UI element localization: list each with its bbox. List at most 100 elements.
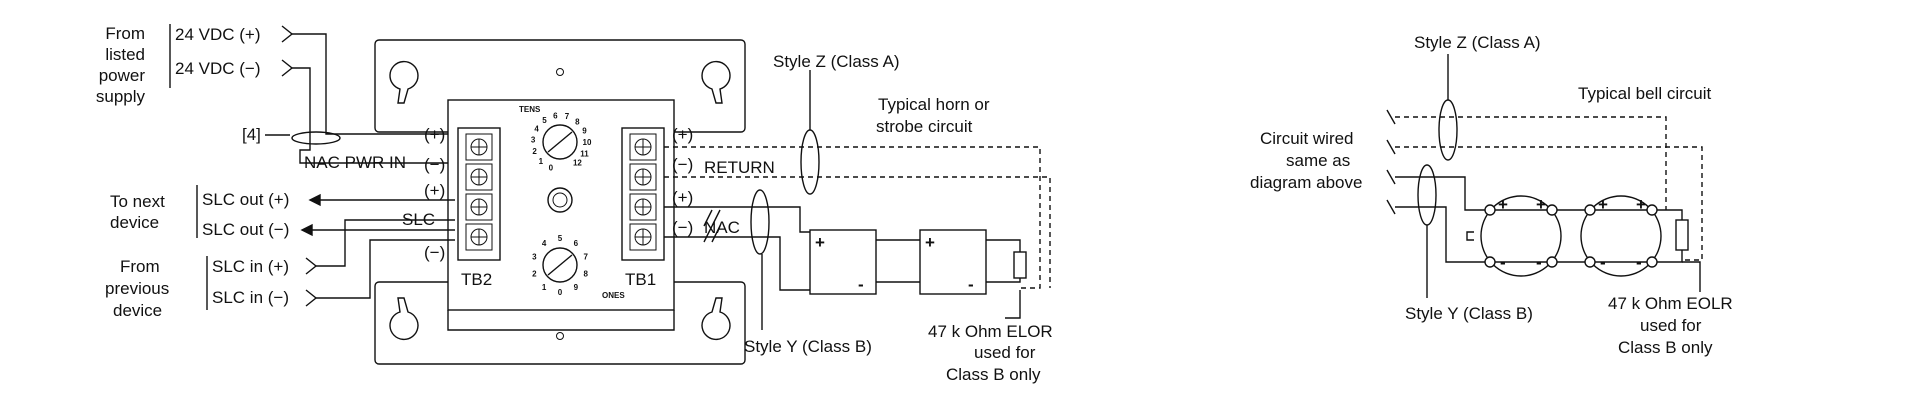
elor-leader — [1005, 290, 1021, 319]
nac-break-marks — [703, 209, 721, 227]
tb2-screw — [465, 133, 493, 161]
slc-in-plus-wire — [316, 219, 455, 267]
ones-dial-mark-8: 8 — [583, 269, 588, 278]
tens-rotary-switch — [542, 124, 578, 160]
ones-label: ONES — [602, 291, 625, 300]
elor-wires — [986, 239, 1021, 283]
elor-line-3: Class B only — [946, 365, 1041, 384]
vdc-minus-arrow — [281, 59, 294, 77]
right-style-y-ring — [1417, 164, 1437, 226]
keyhole-slot — [701, 297, 731, 341]
slc-in-minus-wire — [316, 239, 455, 299]
bell-terminal — [1584, 204, 1596, 216]
eolr-leader — [1682, 261, 1701, 292]
horn-strobe-line-1: Typical horn or — [878, 95, 990, 114]
tb2-term-4: (−) — [424, 243, 445, 262]
right-style-z-ring — [1438, 99, 1458, 161]
eolr-line-1: 47 k Ohm EOLR — [1608, 294, 1733, 313]
ones-dial-mark-0: 0 — [558, 288, 563, 297]
mount-hole — [556, 68, 564, 76]
bell-terminal — [1584, 256, 1596, 268]
bell-1-plus-b: + — [1536, 195, 1546, 214]
keyhole-slot — [389, 60, 419, 104]
tb1-screw — [629, 133, 657, 161]
slc-out-plus-label: SLC out (+) — [202, 190, 289, 209]
vdc-minus-label: 24 VDC (−) — [175, 59, 261, 78]
slc-in-plus-arrow — [305, 257, 318, 275]
ones-dial-mark-9: 9 — [574, 283, 579, 292]
slc-out-plus-arrow — [308, 193, 321, 207]
twisted-pair-ring — [291, 131, 341, 145]
device-2-plus: + — [925, 233, 935, 252]
bell-link-wires — [1482, 209, 1650, 263]
slc-out-minus-label: SLC out (−) — [202, 220, 289, 239]
tb1-term-4: (−) — [672, 218, 693, 237]
wired-same-line-1: Circuit wired — [1260, 129, 1354, 148]
slc-in-minus-label: SLC in (−) — [212, 288, 289, 307]
mount-hole — [556, 332, 564, 340]
power-source-line-1: From — [105, 24, 145, 43]
bell-terminal — [1484, 256, 1496, 268]
right-nac-minus-wire — [1395, 206, 1482, 263]
bell-2-plus-b: + — [1636, 195, 1646, 214]
right-style-y-label: Style Y (Class B) — [1405, 304, 1533, 323]
from-previous-line-3: device — [113, 301, 162, 320]
right-break-marks — [1386, 109, 1396, 215]
tb2-term-1: (+) — [424, 125, 445, 144]
tb2-screw — [465, 223, 493, 251]
tens-dial-mark-10: 10 — [583, 138, 592, 147]
tens-dial-mark-3: 3 — [531, 136, 536, 145]
bell-1-minus-a: - — [1500, 253, 1506, 272]
ones-dial-mark-5: 5 — [558, 234, 563, 243]
bell-terminal — [1646, 256, 1658, 268]
power-source-line-4: supply — [96, 87, 146, 106]
status-led-inner — [552, 192, 568, 208]
bell-terminal — [1484, 204, 1496, 216]
device-2-minus: - — [968, 275, 974, 294]
tb2-screw — [465, 193, 493, 221]
tens-label: TENS — [519, 105, 541, 114]
return-label: RETURN — [704, 158, 775, 177]
power-source-line-3: power — [99, 66, 146, 85]
style-y-ring — [750, 189, 770, 255]
nac-break-marks — [703, 225, 721, 243]
tb1-label: TB1 — [625, 270, 656, 289]
tens-dial-mark-12: 12 — [573, 159, 582, 168]
tb2-screw — [465, 163, 493, 191]
right-return-minus-dashed — [1395, 146, 1703, 261]
bell-2 — [1580, 195, 1662, 277]
notification-device-2 — [919, 229, 987, 295]
keyhole-slot — [701, 60, 731, 104]
ones-dial-mark-7: 7 — [583, 253, 588, 262]
from-previous-line-2: previous — [105, 279, 169, 298]
tens-dial-mark-7: 7 — [565, 112, 570, 121]
nac-pwr-in-label: NAC PWR IN — [304, 153, 406, 172]
nac-minus-wire — [664, 236, 810, 291]
to-next-device-line-2: device — [110, 213, 159, 232]
tens-dial-mark-9: 9 — [582, 127, 587, 136]
bell-2-plus-a: + — [1598, 195, 1608, 214]
nac-plus-wire — [664, 206, 810, 233]
device-1-plus: + — [815, 233, 825, 252]
wired-same-line-3: diagram above — [1250, 173, 1362, 192]
tens-dial-mark-8: 8 — [575, 117, 580, 126]
eolr-resistor — [1675, 219, 1689, 251]
slc-out-minus-arrow — [300, 223, 313, 237]
right-style-z-label: Style Z (Class A) — [1414, 33, 1541, 52]
style-z-ring — [800, 129, 820, 195]
horn-strobe-line-2: strobe circuit — [876, 117, 973, 136]
bell-1-minus-b: - — [1536, 253, 1542, 272]
bell-1 — [1480, 195, 1562, 277]
vdc-minus-wire — [292, 67, 455, 164]
tens-dial-mark-6: 6 — [553, 111, 558, 120]
bell-2-minus-b: - — [1636, 253, 1642, 272]
wired-same-line-2: same as — [1286, 151, 1350, 170]
bell-gong — [1466, 231, 1474, 241]
bell-terminal — [1546, 204, 1558, 216]
tb1-term-3: (+) — [672, 188, 693, 207]
ones-dial-mark-2: 2 — [532, 269, 537, 278]
